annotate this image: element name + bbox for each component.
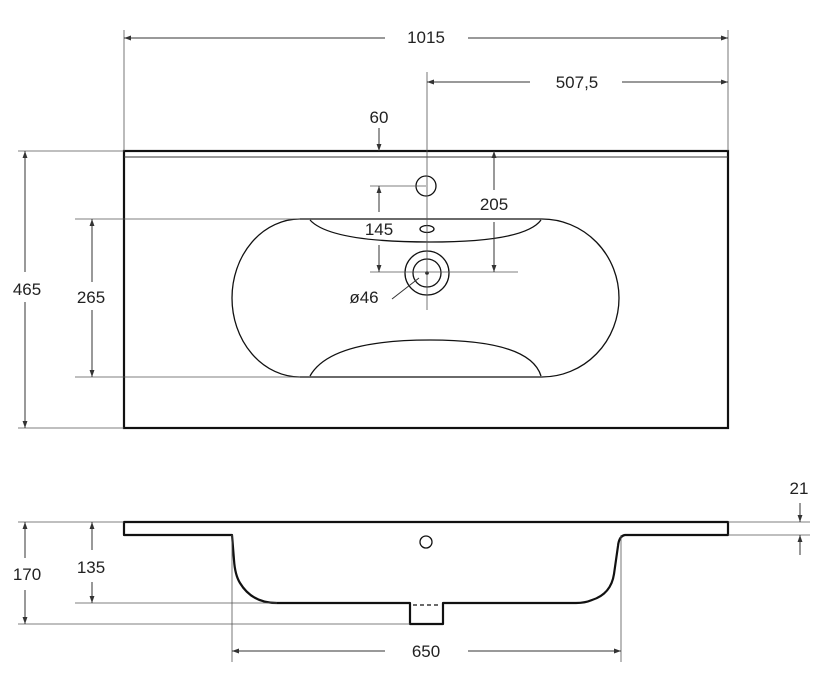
side-view: 21 170 135 650 bbox=[13, 479, 810, 662]
overall-depth-label: 465 bbox=[13, 280, 41, 299]
bowl-lower-shading bbox=[309, 339, 542, 377]
half-width-label: 507,5 bbox=[556, 73, 599, 92]
bowl-width-label: 650 bbox=[412, 642, 440, 661]
drain-diameter-label: ø46 bbox=[349, 288, 378, 307]
overflow-hole-side bbox=[419, 535, 433, 549]
overflow-offset-label: 145 bbox=[365, 220, 393, 239]
basin-side-outline bbox=[122, 520, 730, 626]
drain-depth-label: 205 bbox=[480, 195, 508, 214]
top-view: 1015 507,5 60 145 205 ø46 465 265 bbox=[13, 28, 730, 430]
bowl-height-label: 135 bbox=[77, 558, 105, 577]
drain-diameter-leader bbox=[391, 277, 420, 300]
bowl-outline bbox=[231, 218, 620, 378]
basin-top-outline bbox=[122, 149, 730, 430]
overall-width-label: 1015 bbox=[407, 28, 445, 47]
overall-height-label: 170 bbox=[13, 565, 41, 584]
bowl-depth-label: 265 bbox=[77, 288, 105, 307]
bowl-upper-shading bbox=[309, 219, 542, 243]
tap-offset-label: 60 bbox=[370, 108, 389, 127]
rim-thickness-label: 21 bbox=[790, 479, 809, 498]
